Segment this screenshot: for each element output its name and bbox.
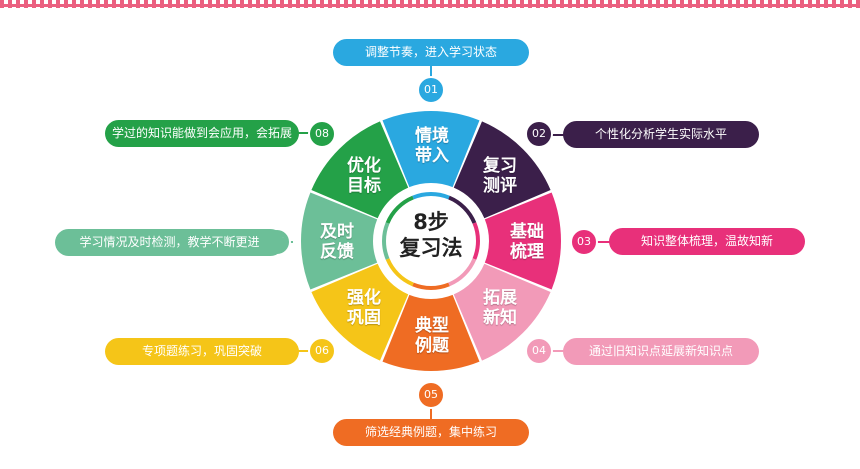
- inner-ring-arc-04: [448, 258, 477, 287]
- wheel-segment-05: [382, 294, 480, 371]
- segment-label-06: 强化 巩固: [347, 288, 381, 328]
- step-desc-07: 学习情况及时检测，教学不断更进: [55, 229, 284, 256]
- connector-08: [298, 132, 310, 134]
- inner-ring-arc-03: [472, 222, 480, 260]
- step-number-06: 06: [308, 337, 336, 365]
- segment-label-07: 及时 反馈: [320, 222, 354, 262]
- wheel-segment-06: [311, 263, 409, 361]
- connector-05: [430, 405, 432, 427]
- wheel-segment-04: [453, 263, 551, 361]
- wheel-segment-01: [382, 110, 480, 188]
- step-number-04: 04: [525, 337, 553, 365]
- center-disk: [375, 185, 487, 297]
- decorative-top-border: [0, 0, 860, 8]
- inner-ring-arc-07: [382, 222, 390, 260]
- connector-06: [298, 350, 310, 352]
- inner-ring-arc-02: [448, 195, 477, 224]
- segment-label-03: 基础 梳理: [510, 222, 544, 262]
- step-desc-02: 个性化分析学生实际水平: [563, 121, 759, 148]
- step-number-02: 02: [525, 120, 553, 148]
- connector-03: [595, 241, 611, 243]
- connector-02: [550, 134, 564, 136]
- step-desc-06: 专项题练习，巩固突破: [105, 338, 299, 365]
- segment-label-01: 情境 带入: [415, 126, 449, 166]
- wheel-segment-02: [453, 121, 551, 219]
- wheel-segment-07: [301, 192, 378, 290]
- step-desc-04: 通过旧知识点延展新知识点: [563, 338, 759, 365]
- segment-label-08: 优化 目标: [347, 156, 381, 196]
- step-number-08: 08: [308, 120, 336, 148]
- inner-ring-arc-01: [412, 192, 450, 200]
- inner-ring-arc-05: [412, 282, 450, 290]
- step-desc-05: 筛选经典例题，集中练习: [333, 419, 529, 446]
- step-number-05: 05: [417, 381, 445, 409]
- step-desc-03: 知识整体梳理，温故知新: [609, 228, 805, 255]
- step-desc-08: 学过的知识能做到会应用，会拓展: [105, 120, 299, 147]
- segment-label-05: 典型 例题: [415, 316, 449, 356]
- center-title: 8步 复习法: [399, 210, 463, 260]
- wheel-segment-08: [311, 121, 409, 219]
- step-number-01: 01: [417, 76, 445, 104]
- wheel-segment-03: [484, 192, 561, 290]
- inner-ring-arc-08: [385, 195, 414, 224]
- step-number-03: 03: [570, 228, 598, 256]
- segment-label-02: 复习 测评: [483, 156, 517, 196]
- step-desc-01: 调整节奏，进入学习状态: [333, 39, 529, 66]
- segment-label-04: 拓展 新知: [483, 288, 517, 328]
- connector-04: [550, 350, 564, 352]
- inner-ring-arc-06: [385, 258, 414, 287]
